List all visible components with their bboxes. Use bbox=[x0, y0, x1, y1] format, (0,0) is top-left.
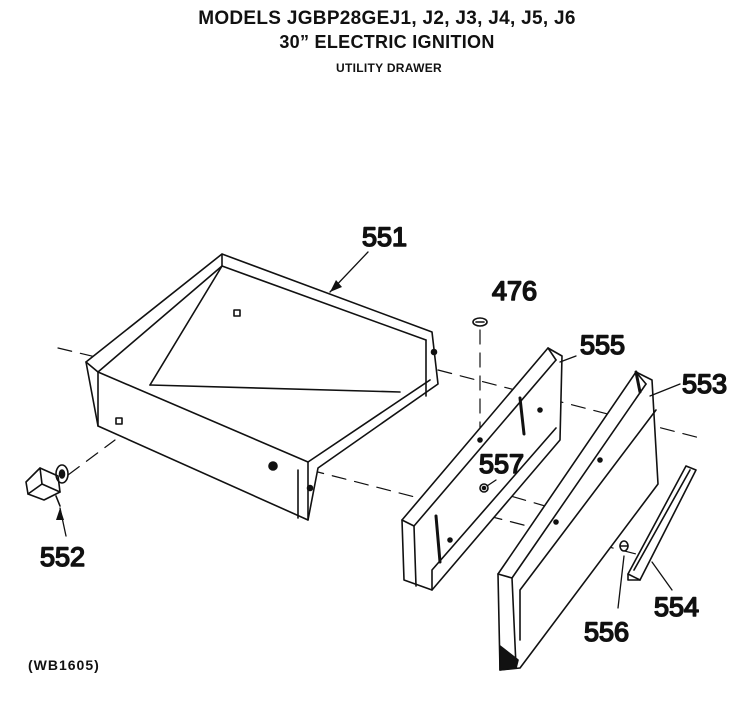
front-panel bbox=[497, 370, 659, 671]
bracket-screw bbox=[479, 483, 489, 493]
label-552: 552 bbox=[40, 542, 85, 572]
section-title: UTILITY DRAWER bbox=[336, 61, 442, 75]
label-551: 551 bbox=[362, 222, 407, 252]
page-title: MODELS JGBP28GEJ1, J2, J3, J4, J5, J6 bbox=[198, 8, 576, 29]
handle-screw bbox=[619, 540, 629, 552]
label-556: 556 bbox=[584, 617, 629, 647]
drawing-code: (WB1605) bbox=[28, 657, 100, 673]
front-support-bracket bbox=[401, 347, 563, 591]
label-555: 555 bbox=[580, 330, 625, 360]
label-554: 554 bbox=[654, 592, 699, 622]
drawer-body bbox=[85, 253, 439, 521]
leader-arrowheads bbox=[56, 280, 342, 520]
drawer-slide-roller bbox=[25, 464, 69, 507]
label-476: 476 bbox=[492, 276, 537, 306]
label-553: 553 bbox=[682, 369, 727, 399]
mounting-screw bbox=[472, 317, 488, 327]
page-subtitle: 30” ELECTRIC IGNITION bbox=[279, 32, 495, 52]
handle bbox=[627, 465, 697, 581]
label-557: 557 bbox=[479, 449, 524, 479]
